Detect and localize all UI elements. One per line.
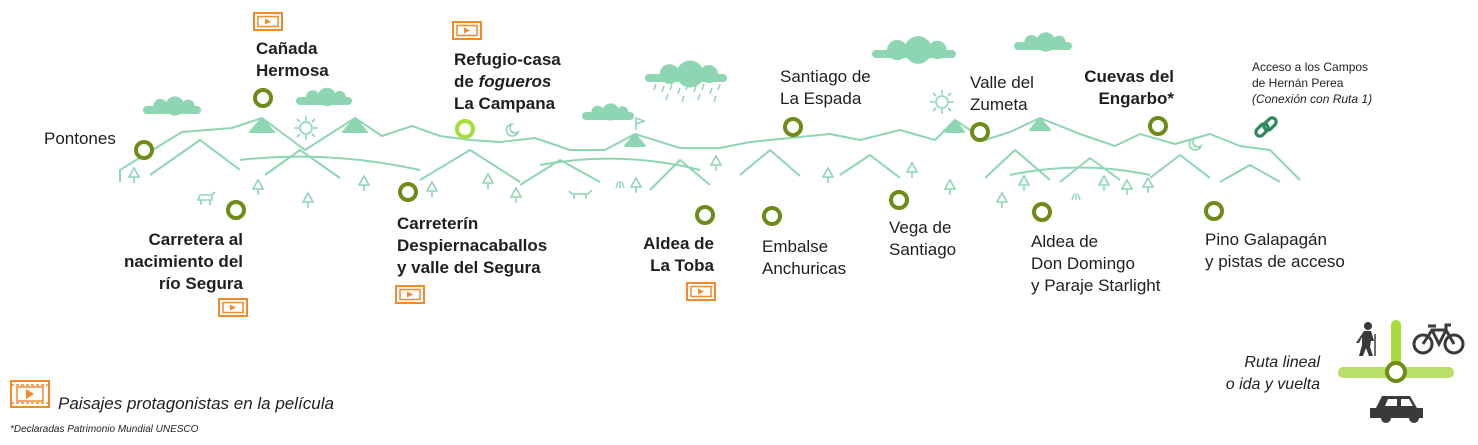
peak-snow xyxy=(945,119,965,133)
peak-snow xyxy=(1029,117,1051,131)
film-icon[interactable] xyxy=(218,298,248,317)
mountain-ridge xyxy=(739,149,801,177)
peak-snow xyxy=(249,117,275,133)
tree-icon xyxy=(943,178,957,195)
mountain-ridge xyxy=(839,154,901,179)
peak-snow xyxy=(342,117,368,133)
tree-icon xyxy=(629,176,643,193)
stop-marker-aldea-don-domingo[interactable] xyxy=(1032,202,1052,222)
mountain-ridge xyxy=(149,139,241,176)
tree-icon xyxy=(995,191,1009,208)
footnote-unesco: *Declaradas Patrimonio Mundial UNESCO xyxy=(10,424,199,435)
route-stem xyxy=(1391,320,1401,374)
clouds xyxy=(143,32,1072,121)
moon-icon xyxy=(1188,137,1203,151)
label-pontones: Pontones xyxy=(44,129,116,148)
tree-icon xyxy=(357,174,371,191)
animal-icon xyxy=(196,191,216,205)
label-refugio-la-campana: Refugio-casa de fogueros La Campana xyxy=(454,50,561,113)
stop-marker-carreterin[interactable] xyxy=(398,182,418,202)
cloud-icon xyxy=(582,103,634,121)
tree-icon xyxy=(251,178,265,195)
cloud-icon xyxy=(143,96,201,116)
stop-marker-aldea-la-toba[interactable] xyxy=(695,205,715,225)
film-icon[interactable] xyxy=(686,282,716,301)
stop-marker-vega-santiago[interactable] xyxy=(889,190,909,210)
film-icon[interactable] xyxy=(395,285,425,304)
mountain-ridge xyxy=(1149,154,1211,179)
rain-icon xyxy=(653,83,721,103)
bicycle-icon xyxy=(1412,323,1465,355)
sun-icon xyxy=(930,90,954,114)
mountain-ridge xyxy=(119,117,1301,182)
animal-icon xyxy=(568,189,593,199)
sun-icon xyxy=(294,116,318,140)
cloud-icon xyxy=(296,87,352,107)
mountain-ridge xyxy=(239,155,421,171)
link-icon[interactable] xyxy=(1252,114,1280,142)
stop-marker-valle-zumeta[interactable] xyxy=(970,122,990,142)
tree-icon xyxy=(481,172,495,189)
moon-icon xyxy=(505,123,520,137)
mountain-range xyxy=(119,117,1301,191)
trees xyxy=(127,154,1155,208)
stop-marker-pontones[interactable] xyxy=(134,140,154,160)
cloud-icon xyxy=(1014,32,1072,52)
mountain-ridge xyxy=(1219,164,1281,183)
tree-icon xyxy=(127,166,141,183)
tree-icon xyxy=(509,186,523,203)
mountain-ridge xyxy=(1009,166,1151,176)
peak-snow xyxy=(624,133,646,147)
stop-marker-santiago-la-espada[interactable] xyxy=(783,117,803,137)
stop-marker-cuevas-engarbo[interactable] xyxy=(1148,116,1168,136)
mountain-ridge xyxy=(519,159,601,186)
film-legend-icon xyxy=(10,380,50,408)
cloud-icon xyxy=(872,36,956,64)
car-icon xyxy=(1370,396,1423,423)
tree-icon xyxy=(821,166,835,183)
tree-icon xyxy=(425,180,439,197)
legend-film-text: Paisajes protagonistas en la película xyxy=(58,394,334,413)
mountain-ridge xyxy=(649,159,711,191)
hiker-icon xyxy=(1356,322,1376,356)
mountain-ridge xyxy=(1059,157,1121,183)
tree-icon xyxy=(709,154,723,171)
stop-marker-canada-hermosa[interactable] xyxy=(253,88,273,108)
stop-marker-pino-galapagan[interactable] xyxy=(1204,201,1224,221)
cloud-icon xyxy=(645,60,727,88)
stop-marker-refugio-la-campana[interactable] xyxy=(455,119,475,139)
mountain-ridge xyxy=(419,149,521,183)
flag-icon xyxy=(635,116,647,130)
mountain-ridge xyxy=(984,149,1051,181)
tree-icon xyxy=(1097,174,1111,191)
tree-icon xyxy=(905,161,919,178)
route-legend-graphic xyxy=(1338,320,1465,423)
stop-marker-embalse-anchuricas[interactable] xyxy=(762,206,782,226)
tree-icon xyxy=(1120,178,1134,195)
tree-icon xyxy=(1141,176,1155,193)
mountain-ridge xyxy=(539,157,701,171)
stop-marker-carretera-rio-segura[interactable] xyxy=(226,200,246,220)
grass xyxy=(615,181,1081,201)
tree-icon xyxy=(1017,174,1031,191)
mountain-ridge xyxy=(264,149,341,179)
route-stop-marker xyxy=(1385,361,1407,383)
film-icon[interactable] xyxy=(452,21,482,40)
tree-icon xyxy=(301,191,315,208)
film-icon[interactable] xyxy=(253,12,283,31)
